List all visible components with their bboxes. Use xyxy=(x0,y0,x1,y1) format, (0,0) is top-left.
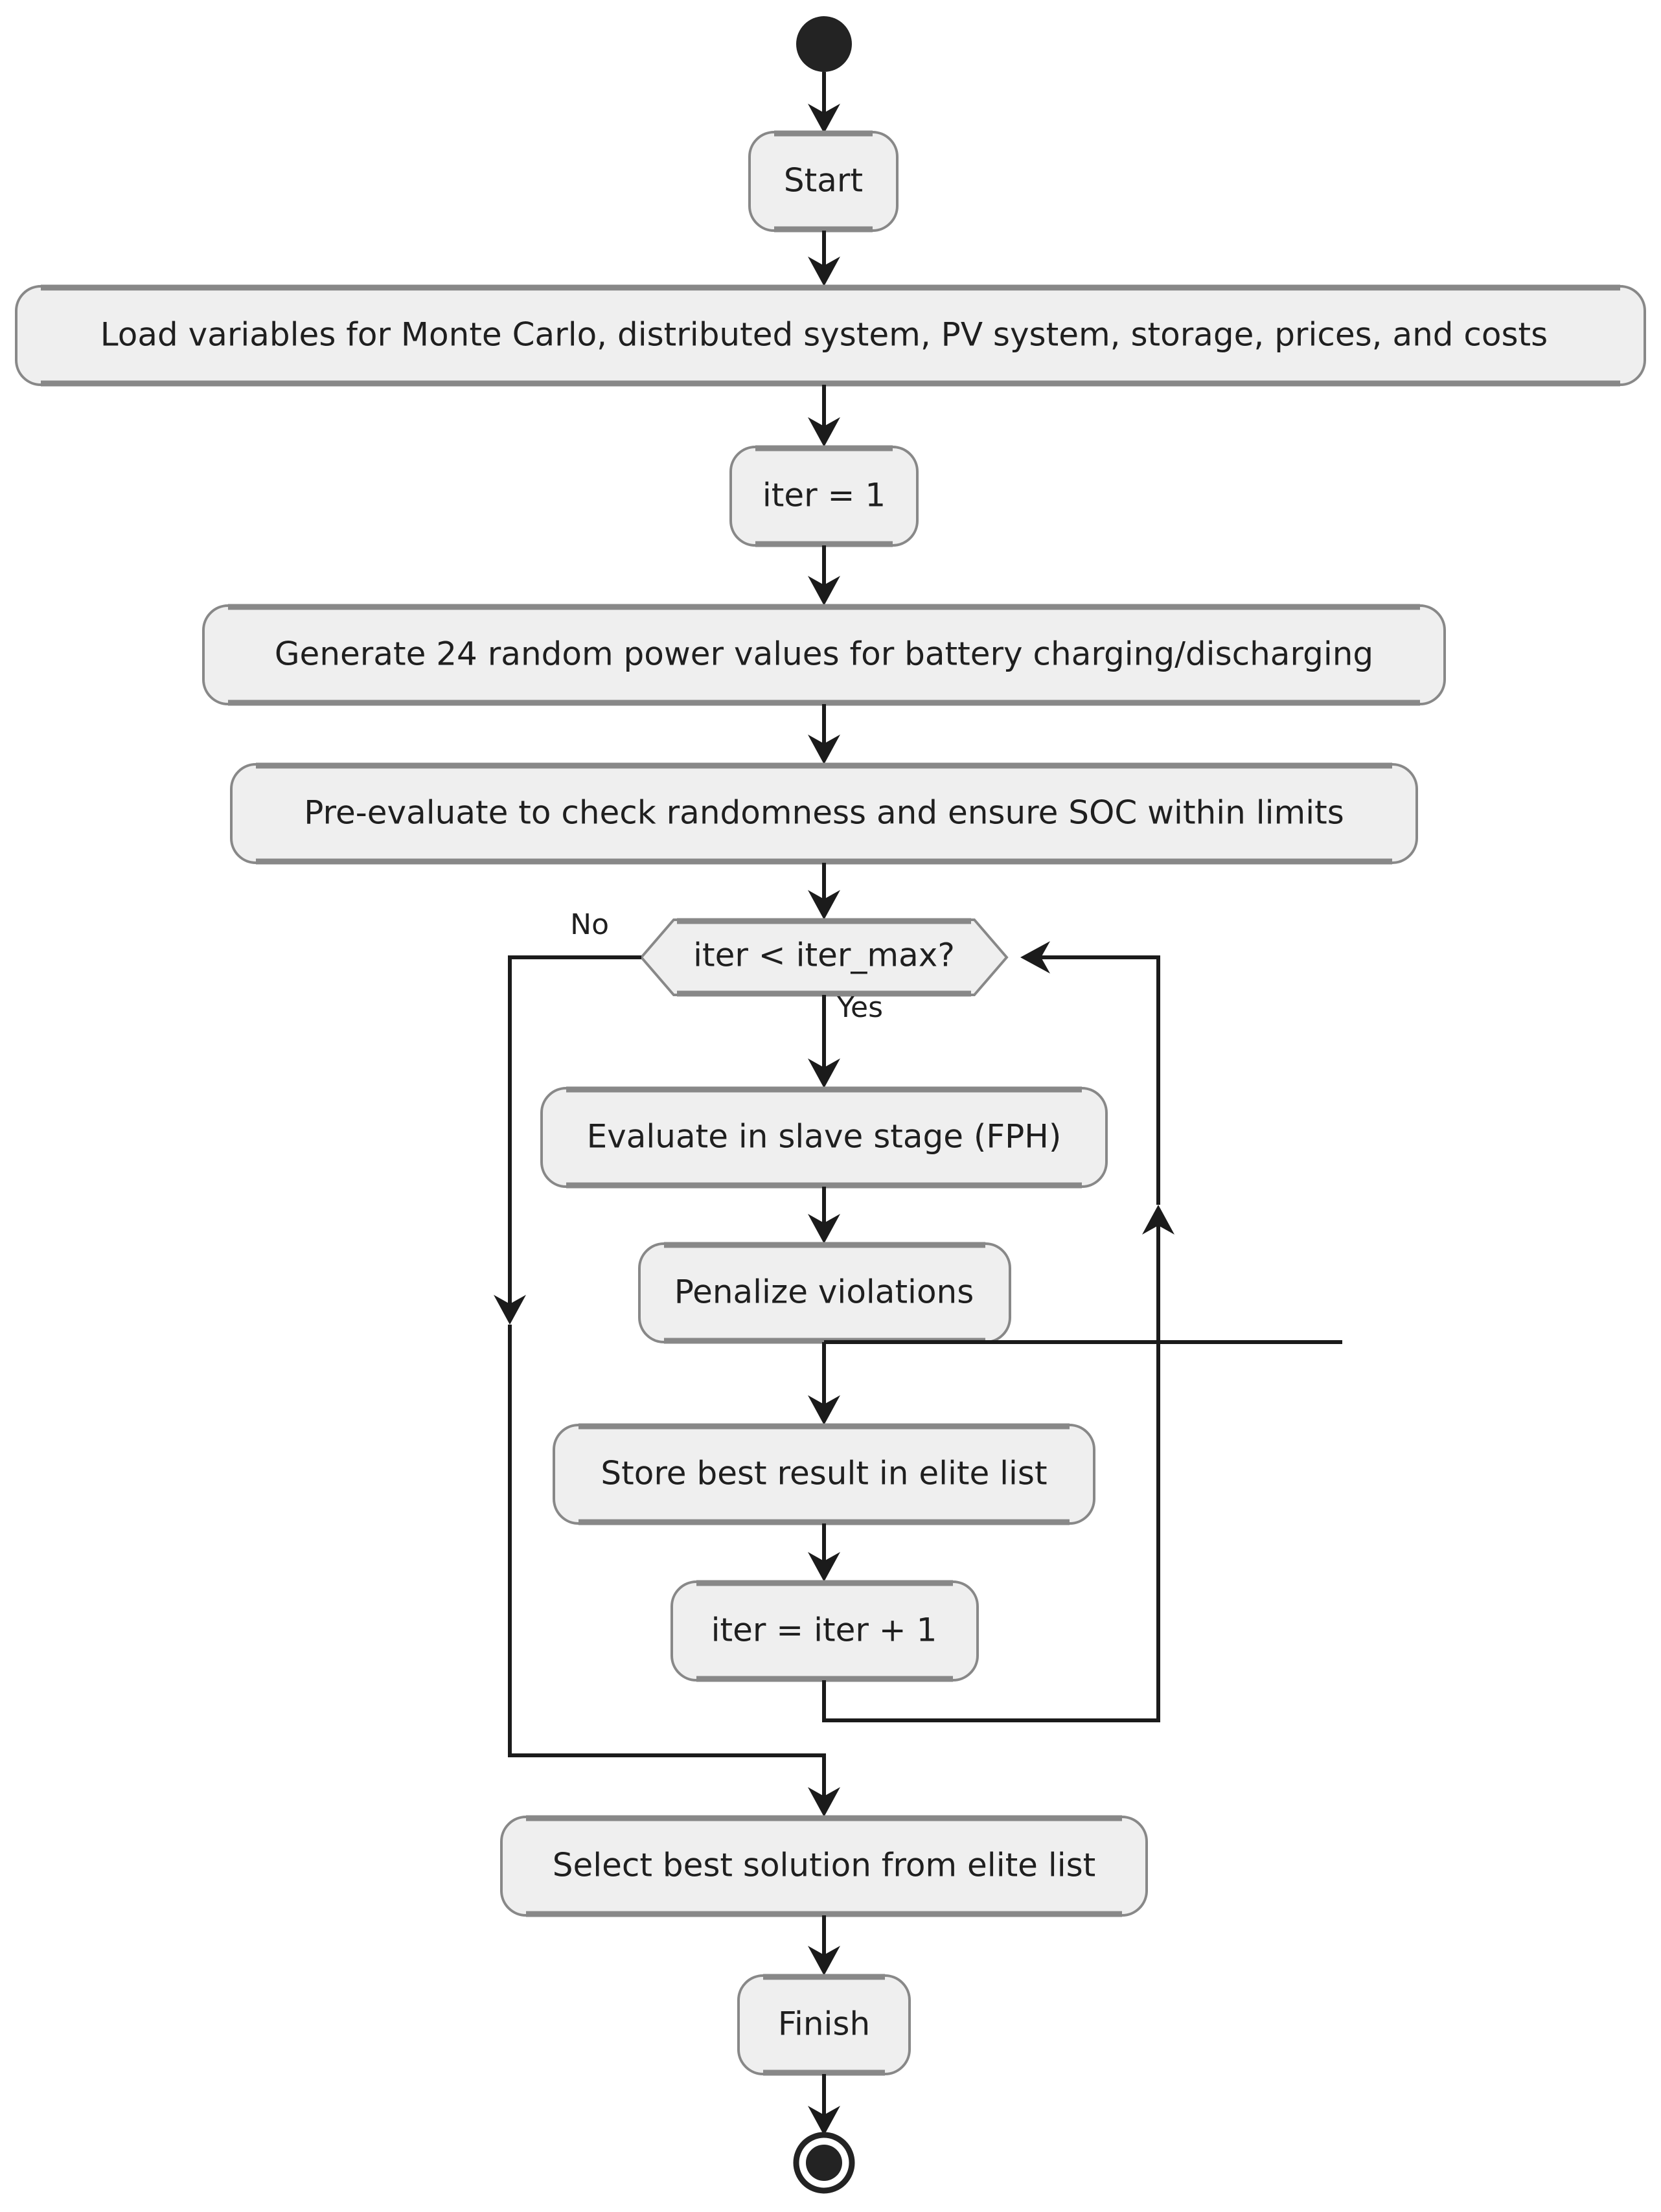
node-generate-random-values[interactable]: Generate 24 random power values for batt… xyxy=(202,604,1446,706)
node-generate-random-values-label: Generate 24 random power values for batt… xyxy=(275,635,1373,673)
edge-finish-to-final xyxy=(808,2074,840,2136)
edge-decision-no-branch xyxy=(494,955,840,1817)
edge-loop-back-to-decision xyxy=(822,941,1174,1722)
node-decision-iter-max[interactable]: iter < iter_max? xyxy=(639,918,1009,997)
node-iter-increment-label: iter = iter + 1 xyxy=(711,1612,937,1649)
edge-iter-init-to-generate xyxy=(808,545,840,606)
edge-store-to-iter-increment xyxy=(808,1523,840,1582)
node-evaluate-slave-stage-label: Evaluate in slave stage (FPH) xyxy=(587,1118,1062,1156)
node-preevaluate-label: Pre-evaluate to check randomness and ens… xyxy=(304,794,1344,832)
initial-node xyxy=(796,16,852,72)
node-finish-label: Finish xyxy=(778,2005,870,2043)
node-iter-increment[interactable]: iter = iter + 1 xyxy=(670,1580,979,1682)
edge-start-to-load xyxy=(808,231,840,286)
edge-select-to-finish xyxy=(808,1915,840,1976)
node-decision-label: iter < iter_max? xyxy=(693,937,955,974)
branch-label-yes: Yes xyxy=(836,991,883,1024)
edge-generate-to-preeval xyxy=(808,704,840,764)
node-penalize-violations[interactable]: Penalize violations xyxy=(638,1242,1011,1344)
node-evaluate-slave-stage[interactable]: Evaluate in slave stage (FPH) xyxy=(540,1086,1108,1189)
edge-decision-yes-branch xyxy=(808,995,840,1088)
node-select-best-solution-label: Select best solution from elite list xyxy=(553,1847,1096,1884)
node-finish[interactable]: Finish xyxy=(737,1974,911,2076)
edge-load-to-iter-init xyxy=(808,385,840,447)
edge-initial-to-start xyxy=(808,72,840,133)
node-load-variables[interactable]: Load variables for Monte Carlo, distribu… xyxy=(15,284,1646,387)
branch-label-no: No xyxy=(570,908,609,941)
node-start-label: Start xyxy=(784,162,863,200)
node-iter-init[interactable]: iter = 1 xyxy=(729,445,919,547)
edge-penalize-to-store xyxy=(808,1340,1342,1425)
node-store-best-result-label: Store best result in elite list xyxy=(601,1455,1047,1492)
node-start[interactable]: Start xyxy=(748,130,899,233)
final-node xyxy=(793,2132,855,2194)
node-preevaluate[interactable]: Pre-evaluate to check randomness and ens… xyxy=(230,762,1418,865)
node-iter-init-label: iter = 1 xyxy=(762,477,886,514)
node-select-best-solution[interactable]: Select best solution from elite list xyxy=(500,1815,1148,1917)
edge-evaluate-to-penalize xyxy=(808,1187,840,1244)
node-store-best-result[interactable]: Store best result in elite list xyxy=(553,1423,1095,1525)
edge-preeval-to-decision xyxy=(808,863,840,920)
node-load-variables-label: Load variables for Monte Carlo, distribu… xyxy=(100,316,1548,354)
node-penalize-violations-label: Penalize violations xyxy=(674,1273,974,1311)
